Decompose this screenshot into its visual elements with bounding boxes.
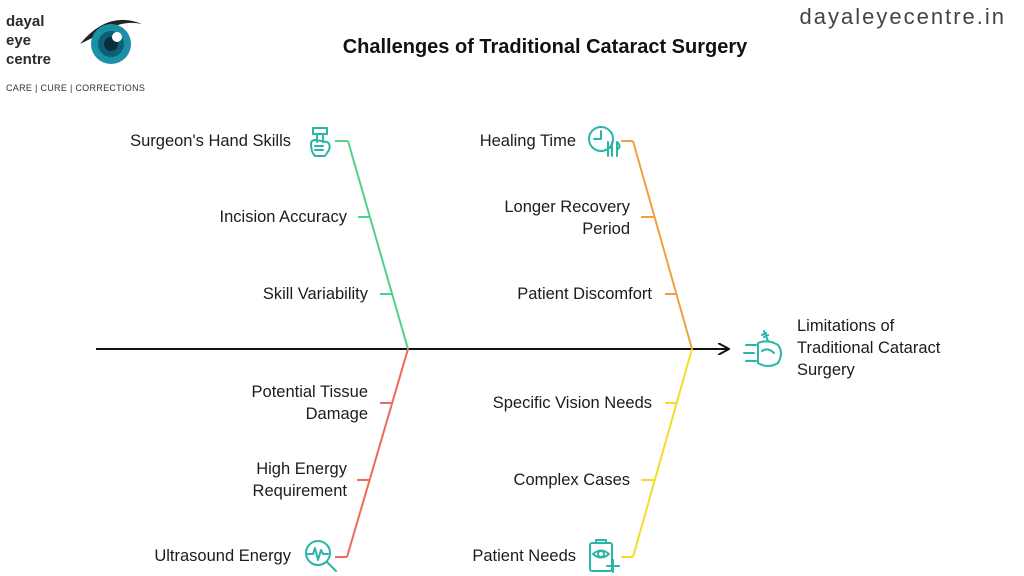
cause-potential-tissue-damage: Potential Tissue Damage [251,383,368,423]
cause-specific-vision-needs: Specific Vision Needs [492,394,652,412]
bone-surgeon-hand-skills [335,140,409,350]
website-url: dayaleyecentre.in [799,4,1006,29]
logo-word-2: eye [6,32,32,49]
page-title: Challenges of Traditional Cataract Surge… [342,36,748,58]
bone-ultrasound-energy [335,348,409,558]
cause-high-energy-requirement: High Energy Requirement [252,460,347,500]
category-label-surgeon-hand-skills: Surgeon's Hand Skills [130,132,291,150]
effect-line-2: Traditional Cataract [797,339,941,357]
healing-clock-icon [588,126,621,157]
brand-logo: dayal eye centre CARE | CURE | CORRECTIO… [6,14,156,94]
logo-tagline: CARE | CURE | CORRECTIONS [6,83,146,93]
cause-skill-variability: Skill Variability [262,285,368,303]
logo-word-3: centre [6,51,52,68]
effect-line-1: Limitations of [797,317,895,335]
patient-eye-clipboard-icon [589,539,620,573]
cause-incision-accuracy: Incision Accuracy [219,208,347,226]
cause-complex-cases: Complex Cases [513,471,630,489]
logo-word-1: dayal [6,13,45,30]
category-label-ultrasound-energy: Ultrasound Energy [154,547,291,565]
category-label-healing-time: Healing Time [479,132,576,150]
effect-label: Limitations of Traditional Cataract Surg… [797,315,940,381]
cause-patient-discomfort: Patient Discomfort [517,285,652,303]
effect-line-3: Surgery [797,361,855,379]
ultrasound-search-icon [305,540,337,572]
category-label-patient-needs: Patient Needs [472,547,576,565]
cataract-limitations-icon [743,330,782,367]
surgeon-hand-icon [310,127,331,157]
bone-healing-time [621,140,693,350]
bone-patient-needs [621,348,693,558]
cause-longer-recovery-period: Longer Recovery Period [504,198,630,238]
eye-logo-icon [80,19,142,64]
